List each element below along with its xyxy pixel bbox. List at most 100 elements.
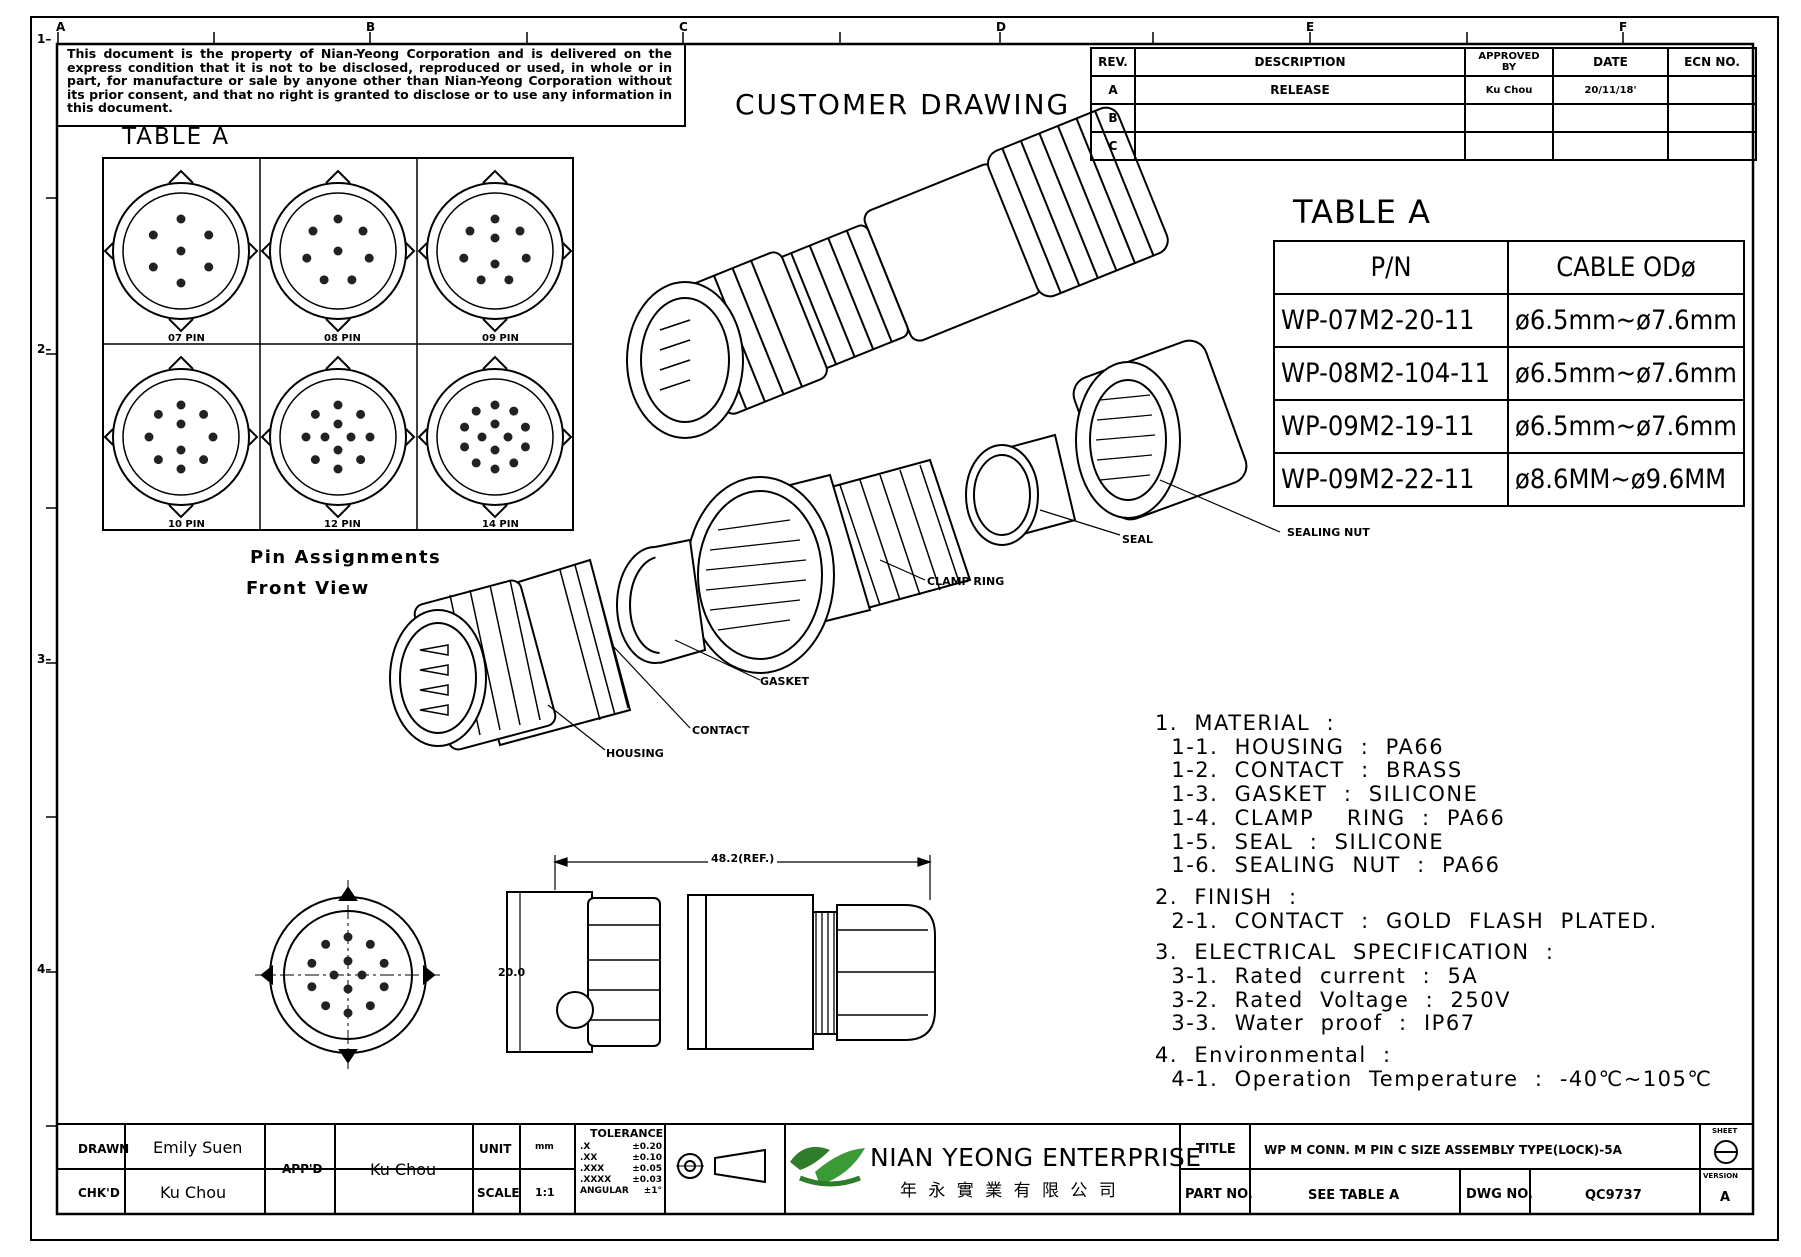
- tolerance-value: ±0.20: [632, 1142, 662, 1152]
- approved-header: APPROVED BY: [1464, 47, 1554, 77]
- pin-dot: [379, 958, 389, 968]
- tolerance-key: .XXX: [580, 1164, 605, 1174]
- seal-part: [965, 433, 1077, 546]
- version-label: VERSION: [1703, 1172, 1739, 1180]
- disclaimer-text: This document is the property of Nian-Ye…: [67, 46, 672, 116]
- rev-c-date: [1552, 131, 1669, 161]
- partno-label: PART NO.: [1185, 1187, 1253, 1202]
- note-line: 3. ELECTRICAL SPECIFICATION :: [1155, 940, 1555, 965]
- tolerance-row: .XX ±0.10: [580, 1153, 662, 1164]
- callout-gasket: GASKET: [760, 675, 810, 688]
- tolerance-key: ANGULAR: [580, 1186, 629, 1196]
- pin-face: [103, 355, 259, 519]
- note-line: 1-1. HOUSING : PA66: [1155, 734, 1445, 759]
- grid-column-label: A: [56, 20, 66, 34]
- pin-face: [417, 355, 573, 519]
- unit-label: UNIT: [479, 1142, 512, 1156]
- pin-dot: [329, 970, 339, 980]
- tolerance-key: .XX: [580, 1153, 598, 1163]
- rev-header: REV.: [1090, 47, 1136, 77]
- table-row: WP-09M2-19-11 ø6.5mm~ø7.6mm: [1273, 399, 1745, 454]
- dimension-length: 48.2(REF.): [708, 852, 778, 865]
- tolerance-value: ±0.05: [632, 1164, 662, 1174]
- pin-dot: [343, 984, 353, 994]
- front-view-pins: [307, 932, 389, 1018]
- pin-face-group: [103, 169, 573, 519]
- scale-value: 1:1: [535, 1186, 555, 1199]
- callout-clamp-ring: CLAMP RING: [927, 575, 1005, 588]
- sealing-nut-part: [1072, 339, 1248, 521]
- partno-value: SEE TABLE A: [1308, 1188, 1400, 1203]
- grid-ticks: [46, 32, 1624, 1127]
- title-block-lines: [56, 1123, 1754, 1215]
- rev-a-date: 20/11/18': [1552, 75, 1669, 105]
- rev-b-description: [1134, 103, 1466, 133]
- front-view-drawing: [255, 880, 440, 1070]
- rev-c-ecn: [1667, 131, 1757, 161]
- pin-dot: [365, 939, 375, 949]
- note-line: 4. Environmental :: [1155, 1043, 1392, 1068]
- description-header: DESCRIPTION: [1134, 47, 1466, 77]
- drawn-label: DRAWN: [78, 1142, 130, 1156]
- rev-b: B: [1090, 103, 1136, 133]
- pn-cell: WP-08M2-104-11: [1273, 346, 1509, 401]
- pin-dot: [321, 1001, 331, 1011]
- pin-dot: [365, 1001, 375, 1011]
- rev-c-description: [1134, 131, 1466, 161]
- table-row: WP-07M2-20-11 ø6.5mm~ø7.6mm: [1273, 293, 1745, 348]
- grid-column-label: F: [1619, 20, 1628, 34]
- dimension-lines: [512, 855, 932, 1053]
- pin-label-14: 14 PIN: [482, 519, 519, 530]
- exploded-assembly: [389, 106, 1281, 751]
- tolerance-key: .XXXX: [580, 1175, 612, 1185]
- customer-drawing-title: CUSTOMER DRAWING: [735, 88, 1071, 121]
- table-a-title: TABLE A: [1293, 193, 1432, 231]
- pin-label-07: 07 PIN: [168, 333, 205, 344]
- tolerance-row: ANGULAR±1°: [580, 1186, 662, 1197]
- tolerance-row: .XXX ±0.05: [580, 1164, 662, 1175]
- unit-value: mm: [535, 1142, 554, 1152]
- note-line: 1-3. GASKET : SILICONE: [1155, 782, 1479, 807]
- callout-contact: CONTACT: [692, 724, 750, 737]
- table-row: WP-08M2-104-11 ø6.5mm~ø7.6mm: [1273, 346, 1745, 401]
- pn-cell: WP-09M2-22-11: [1273, 452, 1509, 507]
- pin-label-10: 10 PIN: [168, 519, 205, 530]
- grid-column-label: B: [366, 20, 376, 34]
- note-line: 1-6. SEALING NUT : PA66: [1155, 853, 1501, 878]
- drawing-title: WP M CONN. M PIN C SIZE ASSEMBLY TYPE(LO…: [1264, 1143, 1622, 1157]
- callout-seal: SEAL: [1122, 533, 1153, 546]
- sheet-label: SHEET: [1712, 1127, 1738, 1135]
- pn-cell: WP-09M2-19-11: [1273, 399, 1509, 454]
- pin-label-08: 08 PIN: [324, 333, 361, 344]
- scale-label: SCALE: [477, 1186, 520, 1200]
- pin-dot: [343, 932, 353, 942]
- rev-a-ecn: [1667, 75, 1757, 105]
- callout-housing: HOUSING: [606, 747, 664, 760]
- tolerance-row: .X±0.20: [580, 1142, 662, 1153]
- gasket-part: [616, 538, 707, 664]
- pin-assignment-grid: [102, 157, 574, 531]
- rev-b-ecn: [1667, 103, 1757, 133]
- pin-face: [260, 355, 416, 519]
- pin-caption-2: Front View: [246, 578, 370, 599]
- dwgno-label: DWG NO.: [1466, 1187, 1533, 1202]
- pin-label-09: 09 PIN: [482, 333, 519, 344]
- grid-row-label: 3–: [37, 652, 52, 666]
- company-logo: [790, 1146, 865, 1187]
- note-line: 2-1. CONTACT : GOLD FLASH PLATED.: [1155, 908, 1658, 933]
- pin-label-12: 12 PIN: [324, 519, 361, 530]
- dwgno-value: QC9737: [1585, 1188, 1642, 1203]
- company-name: NIAN YEONG ENTERPRISE: [870, 1143, 1202, 1172]
- tolerance-value: ±0.10: [632, 1153, 662, 1163]
- pin-dot: [343, 1008, 353, 1018]
- drawn-name: Emily Suen: [153, 1138, 243, 1157]
- rev-a: A: [1090, 75, 1136, 105]
- pin-table-title: TABLE A: [122, 124, 231, 150]
- rev-c-approved: [1464, 131, 1554, 161]
- tolerance-row: .XXXX±0.03: [580, 1175, 662, 1186]
- rev-a-approved: Ku Chou: [1464, 75, 1554, 105]
- revision-table: REV. DESCRIPTION APPROVED BY DATE ECN NO…: [1090, 47, 1757, 161]
- pin-face: [260, 169, 416, 333]
- specification-notes: 1. MATERIAL : 1-1. HOUSING : PA66 1-2. C…: [1155, 711, 1712, 1092]
